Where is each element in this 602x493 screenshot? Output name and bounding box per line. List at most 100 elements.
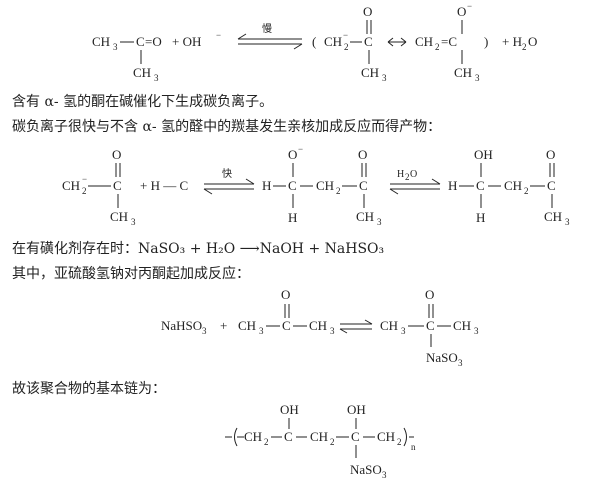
svg-text:3: 3 (474, 326, 479, 336)
svg-text:2: 2 (336, 186, 341, 196)
polymer-chain: CH 2 C OH CH 2 C OH NaSO 3 CH 2 n (225, 402, 416, 480)
svg-text:−: − (467, 1, 472, 11)
svg-text:2: 2 (264, 437, 269, 447)
svg-text:C: C (284, 429, 293, 444)
svg-text:3: 3 (382, 73, 387, 83)
svg-text:3: 3 (458, 358, 463, 368)
svg-text:CH: CH (324, 34, 342, 49)
svg-text:CH: CH (544, 209, 562, 224)
svg-text:−: − (82, 174, 87, 184)
svg-text:CH: CH (309, 318, 327, 333)
svg-text:H: H (476, 210, 485, 225)
svg-text:O: O (112, 147, 121, 162)
svg-text:3: 3 (154, 73, 159, 83)
svg-text:NaSO: NaSO (350, 462, 382, 477)
svg-text:O: O (546, 147, 555, 162)
svg-text:3: 3 (565, 217, 570, 227)
svg-text:C: C (351, 429, 360, 444)
svg-text:3: 3 (202, 326, 207, 336)
svg-text:−: − (343, 30, 348, 40)
svg-text:CH: CH (504, 178, 522, 193)
svg-text:): ) (484, 34, 488, 49)
svg-text:+: + (220, 318, 227, 333)
svg-text:3: 3 (401, 326, 406, 336)
svg-text:3: 3 (113, 42, 118, 52)
text-line-5: 故该聚合物的基本链为： (12, 381, 166, 397)
equation-3: NaHSO 3 + CH 3 C O CH 3 CH 3 C O CH 3 Na… (161, 287, 479, 368)
svg-text:NaHSO: NaHSO (161, 318, 202, 333)
svg-text:C: C (288, 178, 297, 193)
svg-text:CH: CH (415, 34, 433, 49)
equation-2: CH 2 − C O CH 3 + H — C 快 H C O − H CH 2… (62, 144, 570, 227)
svg-text:CH: CH (454, 65, 472, 80)
svg-text:CH: CH (310, 429, 328, 444)
svg-text:(: ( (312, 34, 316, 49)
svg-text:−: − (298, 144, 303, 154)
svg-text:OH: OH (347, 402, 366, 417)
text-line-4: 其中，亚硫酸氢钠对丙酮起加成反应： (12, 266, 250, 282)
eq1-carbon: C (136, 34, 145, 49)
svg-text:O: O (363, 4, 372, 19)
svg-text:3: 3 (475, 73, 480, 83)
text-line-3: 在有磺化剂存在时：NaSO₃ + H₂O ⟶NaOH + NaHSO₃ (12, 241, 385, 257)
svg-text:2: 2 (397, 437, 402, 447)
svg-text:H: H (448, 178, 457, 193)
svg-text:CH: CH (377, 429, 395, 444)
svg-text:O: O (425, 287, 434, 302)
svg-text:3: 3 (131, 217, 136, 227)
equation-1: CH 3 C =O CH 3 + OH − 慢 ( CH 2 − C O CH … (92, 1, 537, 83)
svg-text:C: C (359, 178, 368, 193)
svg-text:=O: =O (145, 34, 162, 49)
text-line-1: 含有 α- 氢的酮在碱催化下生成碳负离子。 (12, 94, 274, 110)
eq1-ch3: CH (92, 34, 110, 49)
svg-text:CH: CH (244, 429, 262, 444)
svg-text:OH: OH (474, 147, 493, 162)
svg-text:−: − (216, 30, 221, 40)
svg-text:2: 2 (405, 172, 410, 182)
svg-text:CH: CH (380, 318, 398, 333)
text-line-2: 碳负离子很快与不含 α- 氢的醛中的羰基发生亲核加成反应而得产物： (12, 119, 442, 135)
svg-text:3: 3 (330, 326, 335, 336)
svg-text:CH: CH (316, 178, 334, 193)
svg-text:CH: CH (356, 209, 374, 224)
svg-text:C: C (364, 34, 373, 49)
svg-text:CH: CH (361, 65, 379, 80)
svg-text:CH: CH (238, 318, 256, 333)
svg-text:O: O (288, 147, 297, 162)
svg-text:+ OH: + OH (172, 34, 201, 49)
svg-text:O: O (457, 4, 466, 19)
svg-text:CH: CH (453, 318, 471, 333)
svg-text:2: 2 (522, 42, 527, 52)
svg-text:2: 2 (330, 437, 335, 447)
svg-text:2: 2 (524, 186, 529, 196)
svg-text:=C: =C (441, 34, 457, 49)
svg-text:C: C (547, 178, 556, 193)
fast-label: 快 (222, 168, 232, 180)
h2o-label: H (397, 169, 404, 180)
svg-text:+ H — C: + H — C (140, 178, 188, 193)
svg-text:3: 3 (382, 470, 387, 480)
svg-text:CH: CH (133, 65, 151, 80)
svg-text:2: 2 (82, 186, 87, 196)
svg-text:C: C (282, 318, 291, 333)
svg-text:H: H (262, 178, 271, 193)
svg-text:2: 2 (435, 42, 440, 52)
svg-text:2: 2 (344, 42, 349, 52)
svg-text:n: n (411, 442, 416, 452)
svg-text:NaSO: NaSO (426, 350, 458, 365)
svg-text:CH: CH (62, 178, 80, 193)
svg-text:O: O (528, 34, 537, 49)
svg-text:O: O (281, 287, 290, 302)
svg-text:CH: CH (110, 209, 128, 224)
svg-text:3: 3 (259, 326, 264, 336)
svg-text:O: O (358, 147, 367, 162)
svg-text:C: C (113, 178, 122, 193)
svg-text:3: 3 (377, 217, 382, 227)
svg-text:O: O (410, 169, 417, 180)
svg-text:+ H: + H (502, 34, 522, 49)
svg-text:H: H (288, 210, 297, 225)
svg-text:C: C (426, 318, 435, 333)
svg-text:OH: OH (280, 402, 299, 417)
slow-label: 慢 (262, 23, 272, 35)
